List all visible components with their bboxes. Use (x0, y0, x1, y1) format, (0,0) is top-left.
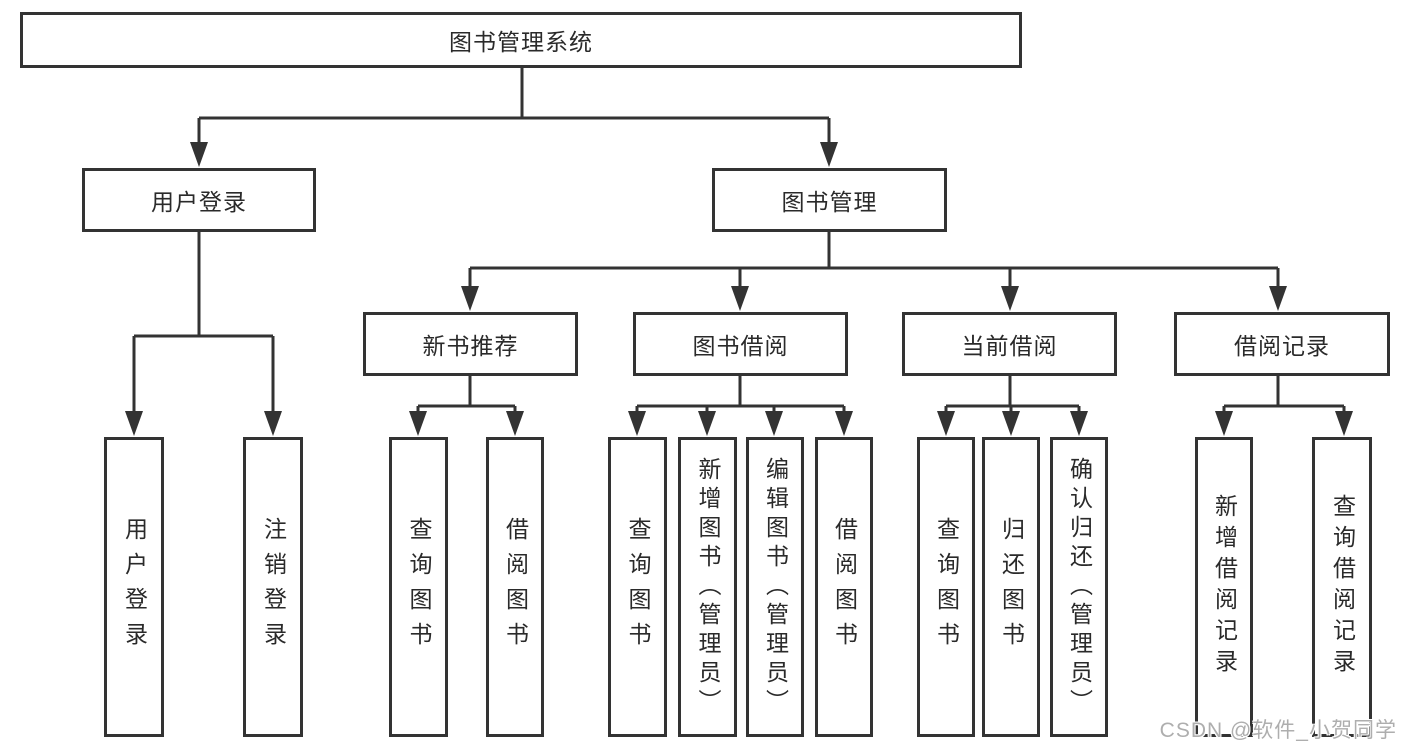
leaf-borrow-books: 借阅图书 (815, 437, 873, 737)
node-label: 用户登录 (151, 189, 247, 215)
leaf-add-borrow-record: 新增借阅记录 (1195, 437, 1253, 737)
node-label: 借阅图书 (502, 517, 529, 657)
arrowhead (1002, 411, 1020, 436)
leaf-user-login: 用户登录 (104, 437, 164, 737)
node-label: 图书管理 (781, 189, 878, 215)
leaf-borrow-books-recommend: 借阅图书 (486, 437, 544, 737)
arrowhead (628, 411, 646, 436)
arrowhead (506, 411, 524, 436)
arrowhead (698, 411, 716, 436)
arrowhead (937, 411, 955, 436)
arrowhead (1070, 411, 1088, 436)
edge-userlogin-to-leaves (132, 232, 275, 412)
arrowhead (125, 411, 143, 436)
node-user-login: 用户登录 (82, 168, 316, 232)
csdn-watermark: CSDN @软件_小贺同学 (1159, 719, 1397, 742)
node-label: 归还图书 (998, 517, 1025, 657)
arrowhead (820, 142, 838, 167)
arrowhead (1215, 411, 1233, 436)
node-label: 借阅记录 (1234, 333, 1330, 359)
arrowhead (765, 411, 783, 436)
node-label: 新增借阅记录 (1211, 494, 1238, 680)
leaf-query-books-borrow: 查询图书 (608, 437, 667, 737)
node-label: 查询图书 (406, 517, 432, 657)
leaf-confirm-return-admin: 确认归还（管理员） (1050, 437, 1108, 737)
arrowhead (1335, 411, 1353, 436)
leaf-query-books-recommend: 查询图书 (389, 437, 448, 737)
arrowhead (461, 286, 479, 311)
leaf-return-book: 归还图书 (982, 437, 1040, 737)
node-label: 图书管理系统 (449, 29, 593, 55)
node-book-borrow: 图书借阅 (633, 312, 848, 376)
arrowhead (1269, 286, 1287, 311)
node-label: 查询借阅记录 (1329, 494, 1356, 680)
node-label: 确认归还（管理员） (1066, 456, 1093, 718)
arrowhead (731, 286, 749, 311)
node-label: 新增图书（管理员） (695, 456, 721, 718)
leaf-add-book-admin: 新增图书（管理员） (678, 437, 737, 737)
edge-newbookrec-to-leaves (416, 376, 517, 412)
arrowhead (1001, 286, 1019, 311)
node-root: 图书管理系统 (20, 12, 1022, 68)
node-label: 借阅图书 (831, 517, 858, 657)
edge-borrowrecord-to-leaves (1222, 376, 1346, 412)
node-label: 注销登录 (260, 517, 287, 657)
arrowhead (409, 411, 427, 436)
node-label: 当前借阅 (961, 333, 1058, 359)
arrowhead (264, 411, 282, 436)
leaf-query-borrow-record: 查询借阅记录 (1312, 437, 1372, 737)
node-borrow-records: 借阅记录 (1174, 312, 1390, 376)
leaf-logout: 注销登录 (243, 437, 303, 737)
node-book-management: 图书管理 (712, 168, 947, 232)
node-label: 编辑图书（管理员） (762, 456, 789, 718)
node-label: 图书借阅 (692, 333, 789, 359)
arrowhead (835, 411, 853, 436)
leaf-edit-book-admin: 编辑图书（管理员） (746, 437, 804, 737)
edge-root-to-level2 (197, 68, 831, 144)
node-current-borrow: 当前借阅 (902, 312, 1117, 376)
edge-bookborrow-to-leaves (635, 376, 846, 412)
arrowhead (190, 142, 208, 167)
node-label: 新书推荐 (422, 333, 519, 359)
node-label: 查询图书 (933, 517, 960, 657)
node-new-book-recommend: 新书推荐 (363, 312, 578, 376)
node-label: 用户登录 (121, 517, 148, 657)
edge-currentborrow-to-leaves (944, 376, 1081, 412)
node-label: 查询图书 (625, 517, 651, 657)
leaf-query-books-current: 查询图书 (917, 437, 975, 737)
edge-bookmgmt-to-level3 (468, 232, 1280, 290)
